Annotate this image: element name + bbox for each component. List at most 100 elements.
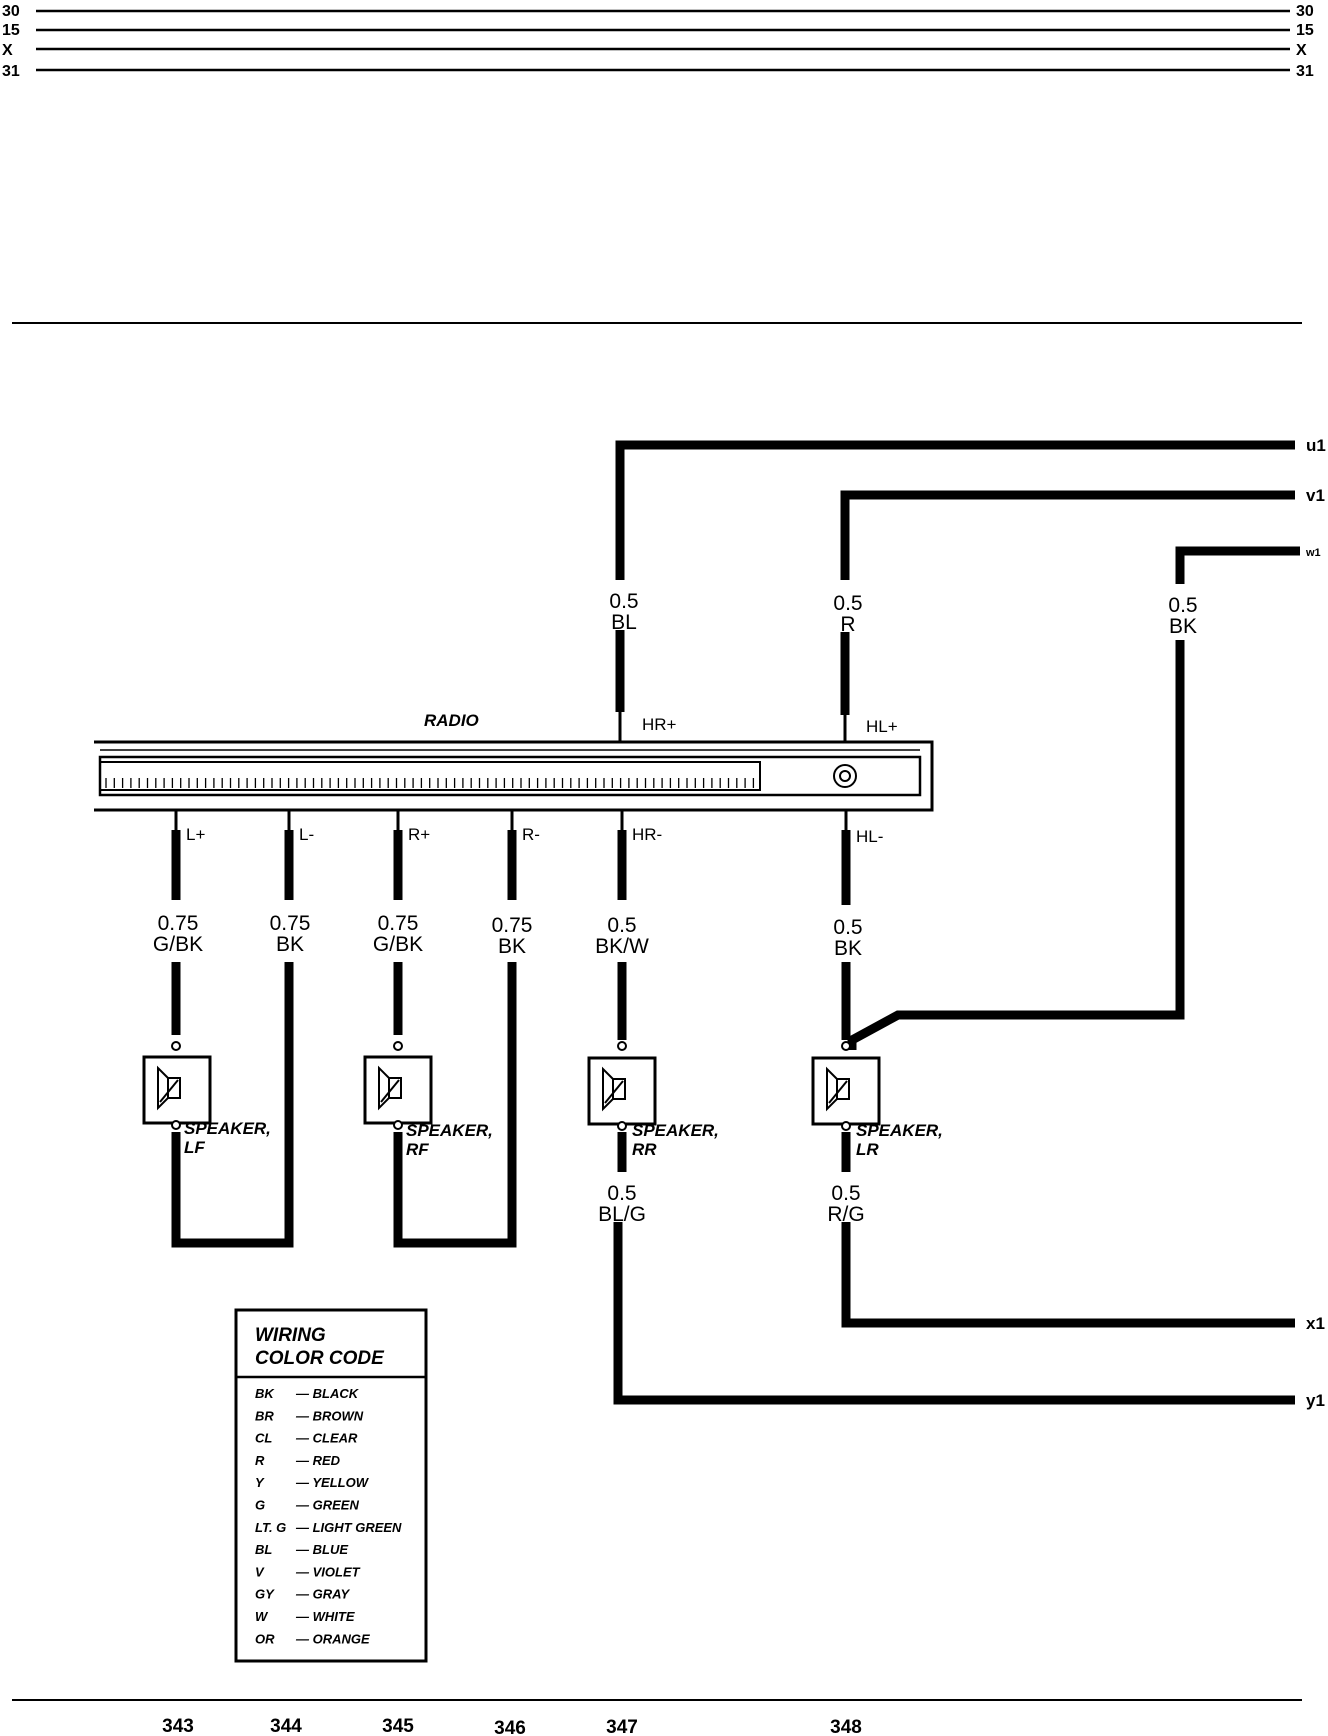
wire-x1-color: R/G [827,1203,864,1226]
legend-code: G [255,1498,265,1513]
wire-x1 [841,1222,1295,1328]
speaker-rf: SPEAKER, RF [363,1041,493,1159]
power-rails: 30 15 X 31 30 15 X 31 [2,3,1314,80]
wire-v1-gauge: 0.5 [833,592,862,615]
legend-color-name: — ORANGE [295,1631,370,1646]
speaker-lr-label-line1: SPEAKER, [856,1121,943,1140]
radio-dial-ticks [105,778,755,788]
legend-code: BK [255,1386,275,1401]
legend-code: V [255,1564,265,1579]
speaker-lr-terminal-top [841,1041,851,1051]
wire-w1-color: BK [1169,615,1197,638]
rail-label-30-right: 30 [1296,3,1314,20]
speaker-lf-terminal-bottom [171,1120,181,1130]
grid-reference-number: 344 [270,1716,302,1736]
connector-v1: v1 [1306,486,1325,505]
wire-lp-gauge: 0.75 [158,912,199,935]
wire-rm-gauge: 0.75 [492,914,533,937]
wire-lf-return-loop [171,962,294,1248]
legend-code: W [255,1609,269,1624]
speaker-rr-label-line1: SPEAKER, [632,1121,719,1140]
rail-label-31-right: 31 [1296,63,1314,80]
radio-knob-center [839,770,851,782]
speaker-lf-label-line2: LF [184,1138,205,1157]
speaker-lr: SPEAKER, LR [811,1041,943,1159]
wire-w1-gauge: 0.5 [1168,594,1197,617]
legend-code: BR [255,1408,274,1423]
connector-x1: x1 [1306,1314,1325,1333]
wire-hrm-color: BK/W [595,935,649,958]
pin-label-hl-minus: HL- [856,827,883,846]
wire-lm-color: BK [276,933,304,956]
wire-hlm-color: BK [834,937,862,960]
legend-code: CL [255,1431,272,1446]
speaker-rr-terminal-top [617,1041,627,1051]
pin-label-hr-minus: HR- [632,825,662,844]
wire-x1-gauge: 0.5 [831,1182,860,1205]
wire-hlm-gauge: 0.5 [833,916,862,939]
pin-label-l-minus: L- [299,825,314,844]
legend-code: R [255,1453,265,1468]
legend-box [234,1308,428,1663]
legend-color-name: — WHITE [295,1609,355,1624]
wire-lp-color: G/BK [153,933,203,956]
speaker-lf-label-line1: SPEAKER, [184,1119,271,1138]
wire-u1-color: BL [611,611,637,634]
legend-code: Y [255,1475,265,1490]
wire-y1 [613,1222,1295,1405]
grid-reference-number: 346 [494,1718,526,1736]
wire-y1-color: BL/G [598,1203,646,1226]
rail-label-31-left: 31 [2,63,20,80]
legend-title-line2: COLOR CODE [255,1348,385,1369]
grid-reference-number: 343 [162,1716,194,1736]
wire-lm-gauge: 0.75 [270,912,311,935]
wire-rf-return-loop [393,962,517,1248]
speaker-lr-label-line2: LR [856,1140,879,1159]
wire-u1-top [615,440,1295,580]
speaker-lr-icon [826,1066,850,1112]
legend-code: BL [255,1542,272,1557]
speaker-lf-icon [157,1065,181,1111]
speaker-lf-terminal-top [171,1041,181,1051]
legend-title-line1: WIRING [255,1325,326,1346]
radio-outer-housing [94,740,934,812]
speaker-rf-label-line1: SPEAKER, [406,1121,493,1140]
pin-label-hl-plus: HL+ [866,717,898,736]
grid-reference-number: 345 [382,1716,414,1736]
grid-reference-number: 348 [830,1717,862,1736]
wire-hrm-gauge: 0.5 [607,914,636,937]
connector-w1: w1 [1305,547,1321,559]
pin-label-r-plus: R+ [408,825,430,844]
speaker-rf-label-line2: RF [406,1140,429,1159]
speaker-rf-box [363,1055,433,1125]
legend-color-name: — BLUE [295,1542,348,1557]
speaker-rf-terminal-top [393,1041,403,1051]
speaker-rf-terminal-bottom [393,1120,403,1130]
legend-color-name: — CLEAR [295,1431,358,1446]
speaker-lr-box [811,1056,881,1126]
legend-color-name: — YELLOW [295,1475,370,1490]
radio-title: RADIO [424,711,479,730]
speaker-rr-terminal-bottom [617,1121,627,1131]
wire-v1-top [840,490,1295,580]
speaker-rr: SPEAKER, RR [587,1041,719,1159]
rail-label-x-right: X [1296,42,1307,59]
radio-tuning-dial [99,761,761,791]
legend-color-name: — BLACK [295,1386,360,1401]
speaker-lr-terminal-bottom [841,1121,851,1131]
legend-code: OR [255,1631,275,1646]
rail-label-15-right: 15 [1296,22,1314,39]
pin-label-l-plus: L+ [186,825,205,844]
speaker-lf-box [142,1055,212,1125]
rail-label-30-left: 30 [2,3,20,20]
legend-color-name: — GREEN [295,1498,359,1513]
legend-code: LT. G [255,1520,286,1535]
legend-color-name: — LIGHT GREEN [295,1520,402,1535]
rail-label-15-left: 15 [2,22,20,39]
grid-reference-number: 347 [606,1717,638,1736]
speaker-rf-icon [378,1065,402,1111]
radio-unit: RADIO [94,711,934,812]
